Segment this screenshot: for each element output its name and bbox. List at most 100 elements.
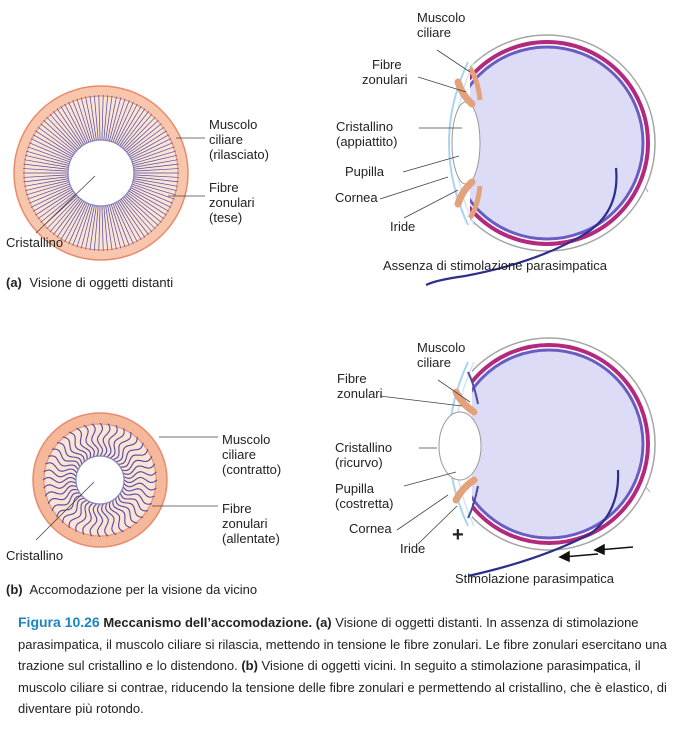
- eye-b-stimulation-label: Stimolazione parasimpatica: [455, 571, 615, 586]
- zonular-fiber: [23, 163, 69, 170]
- zonular-fiber: [80, 204, 93, 249]
- eye-b-fibers-label: Fibre zonulari: [337, 371, 383, 401]
- zonular-fiber: [24, 154, 69, 166]
- zonular-fiber: [27, 183, 71, 200]
- eye-near: [420, 337, 656, 578]
- zonular-fiber: [35, 130, 74, 156]
- ring-b-muscle-label: Muscolo ciliare (contratto): [222, 432, 281, 477]
- zonular-fiber: [127, 192, 165, 220]
- caption-b-label: (b): [241, 658, 258, 673]
- zonular-fiber: [131, 142, 173, 161]
- zonular-fiber: [89, 503, 98, 537]
- zonular-fiber: [112, 100, 130, 143]
- figure-title: Meccanismo dell’accomodazione.: [103, 615, 313, 630]
- zonular-fiber: [51, 492, 80, 512]
- ciliary-coil-upper: [467, 371, 479, 405]
- zonular-fiber: [115, 498, 138, 524]
- zonular-fiber: [123, 482, 157, 491]
- zonular-fiber: [68, 101, 88, 144]
- parasympathetic-nerve: [425, 167, 618, 286]
- eye-b-iris-label: Iride: [400, 541, 425, 556]
- zonular-fiber: [131, 146, 175, 163]
- zonular-fiber: [68, 431, 88, 460]
- ring-b-lens-label: Cristallino: [6, 548, 63, 563]
- zonular-fiber: [64, 202, 86, 243]
- zonular-fiber: [122, 463, 156, 475]
- ciliary-body-lower: [467, 185, 483, 220]
- zonular-fiber: [125, 120, 159, 151]
- zonular-fiber: [115, 436, 138, 463]
- zonular-fiber: [112, 203, 130, 246]
- ring-contracted: [32, 412, 168, 548]
- zonular-fiber: [126, 193, 162, 223]
- zonular-fiber: [68, 202, 88, 245]
- zonular-fiber: [126, 123, 162, 153]
- zonular-fiber: [120, 111, 149, 148]
- zonular-fiber: [107, 205, 117, 250]
- zonular-fiber: [24, 159, 69, 168]
- lens: [67, 139, 135, 207]
- zonular-fiber: [93, 205, 99, 251]
- eye-a-leaders: [379, 49, 471, 219]
- eye-a-pupil-label: Pupilla: [345, 164, 385, 179]
- zonular-fiber: [26, 150, 70, 165]
- zonular-fiber: [30, 187, 72, 208]
- zonular-fiber: [120, 448, 149, 468]
- zonular-fiber: [107, 96, 117, 141]
- eye-a-cornea-label: Cornea: [335, 190, 378, 205]
- zonular-fiber: [75, 501, 91, 532]
- zonular-fiber: [123, 196, 156, 230]
- zonular-fiber: [108, 501, 124, 533]
- zonular-fiber: [60, 106, 85, 145]
- ciliary-coil-lower: [467, 485, 479, 519]
- eye-a-iris-label: Iride: [390, 219, 415, 234]
- iris-upper: [454, 78, 476, 108]
- zonular-fiber: [109, 428, 125, 459]
- zonular-fiber: [110, 204, 126, 248]
- zonular-fiber: [112, 500, 132, 529]
- zonular-fiber: [96, 503, 104, 538]
- zonular-fiber: [24, 180, 69, 192]
- zonular-fiber: [40, 193, 76, 223]
- zonular-fiber: [122, 113, 153, 149]
- caption-b-text: Visione di oggetti vicini. In seguito a …: [18, 658, 667, 716]
- zonular-fiber: [119, 492, 149, 512]
- zonular-fiber: [112, 431, 132, 461]
- zonular-fibers-slack: [42, 422, 158, 538]
- zonular-fiber: [133, 180, 178, 192]
- zonular-fiber: [105, 502, 117, 536]
- eye-b-lens-label: Cristallino (ricurvo): [335, 440, 396, 470]
- zonular-fiber: [47, 488, 79, 504]
- lens-rounded: [438, 411, 482, 481]
- zonular-fiber: [127, 126, 165, 154]
- zonular-fiber: [122, 486, 155, 498]
- direction-arrows: [558, 543, 634, 563]
- eye-distant: [420, 34, 656, 286]
- zonular-fiber: [116, 202, 138, 243]
- zonular-fiber: [30, 138, 72, 159]
- zonular-fiber: [29, 185, 71, 204]
- zonular-fiber: [130, 138, 172, 159]
- panel-b-caption: (b) Accomodazione per la visione da vici…: [6, 582, 257, 597]
- zonular-fiber: [117, 495, 144, 518]
- zonular-fiber: [56, 495, 82, 518]
- zonular-fiber: [133, 178, 178, 187]
- ring-relaxed: [13, 85, 189, 261]
- zonular-fiber: [43, 120, 77, 151]
- zonular-fiber: [72, 100, 90, 143]
- zonular-fiber: [96, 422, 104, 457]
- zonular-fiber: [98, 205, 101, 251]
- eye-b-leaders: [379, 379, 471, 545]
- zonular-fiber: [76, 204, 92, 248]
- zonular-fiber: [27, 146, 71, 163]
- zonular-fiber: [53, 198, 82, 235]
- zonular-fiber: [120, 198, 149, 235]
- eye-b-pupil-label: Pupilla (costretta): [335, 481, 394, 511]
- lens: [75, 455, 125, 505]
- zonular-fiber: [46, 196, 79, 230]
- zonular-fiber: [133, 159, 178, 168]
- zonular-fiber: [26, 181, 70, 196]
- ring-contracted-leaders: [35, 436, 218, 541]
- figure-art: Muscolo ciliare (rilasciato) Fibre zonul…: [6, 10, 656, 597]
- zonular-fiber: [117, 106, 142, 145]
